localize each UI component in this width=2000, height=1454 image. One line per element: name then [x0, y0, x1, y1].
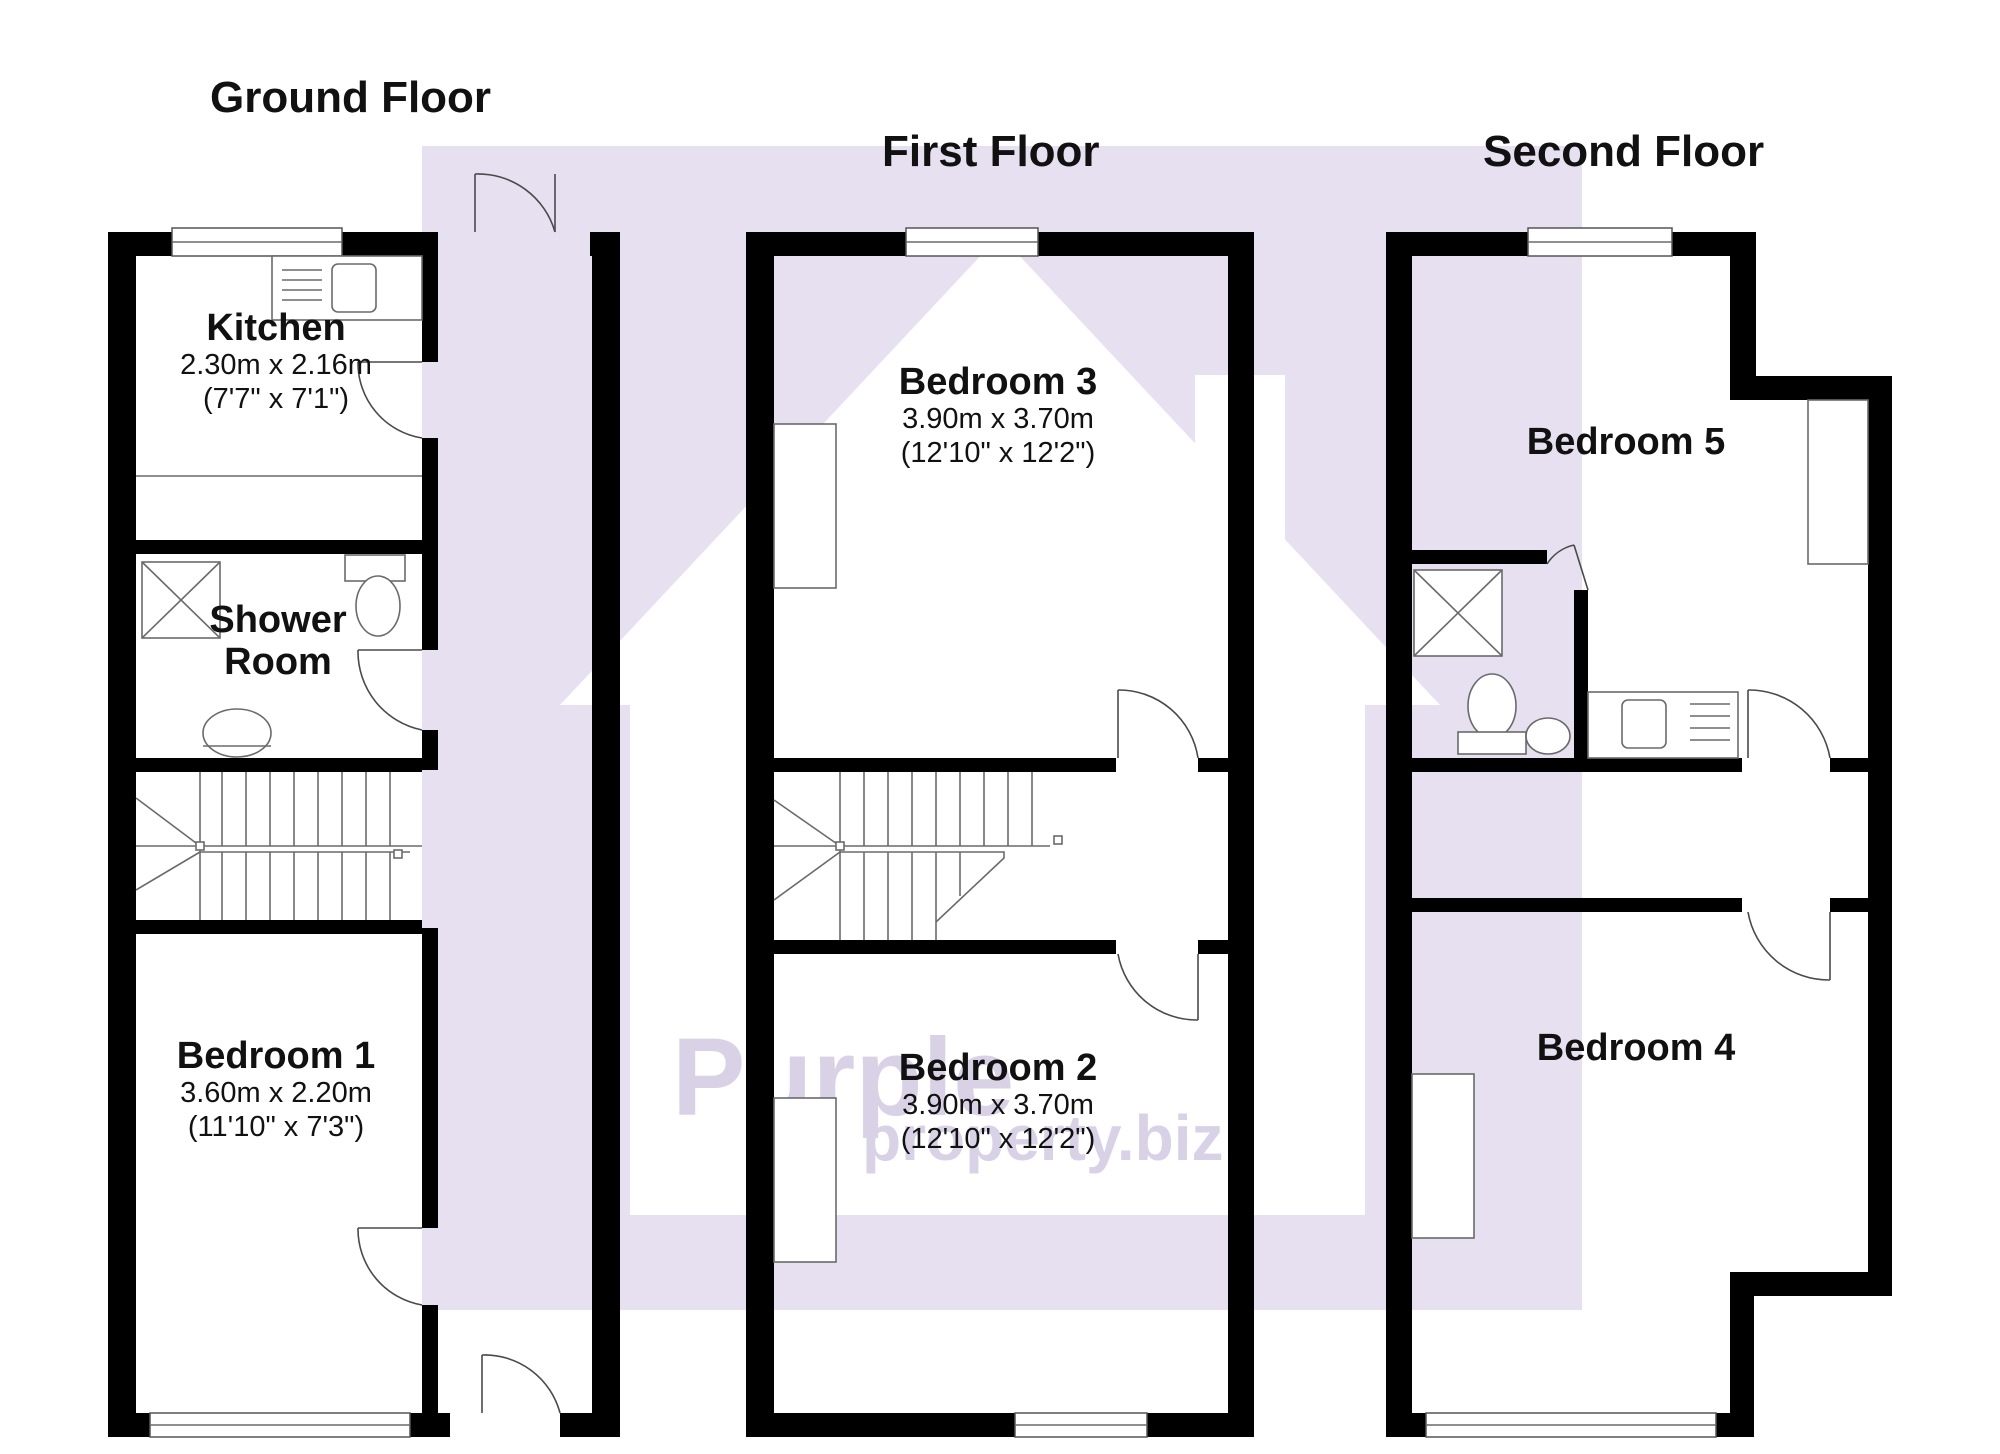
bedroom-2-imperial: (12'10" x 12'2")	[901, 1123, 1096, 1155]
bedroom-1-imperial: (11'10" x 7'3")	[188, 1111, 364, 1143]
kitchen-metric: 2.30m x 2.16m	[180, 349, 372, 381]
ground-floor-title: Ground Floor	[210, 73, 491, 122]
first-floor-title: First Floor	[882, 127, 1100, 176]
watermark-line1: Purple	[672, 1016, 1014, 1139]
bedroom-1-metric: 3.60m x 2.20m	[180, 1077, 372, 1109]
bedroom-2-metric: 3.90m x 3.70m	[902, 1089, 1094, 1121]
bedroom-3-name: Bedroom 3	[899, 361, 1097, 403]
bedroom-1-name: Bedroom 1	[177, 1035, 375, 1077]
second-floor-title: Second Floor	[1483, 127, 1764, 176]
kitchen-imperial: (7'7" x 7'1")	[203, 383, 349, 415]
ground-floor-plan	[108, 173, 620, 1438]
bedroom-3-imperial: (12'10" x 12'2")	[901, 437, 1096, 469]
first-floor-plan	[746, 227, 1254, 1438]
shower-room-name-line2: Room	[224, 641, 332, 683]
kitchen-name: Kitchen	[206, 307, 345, 349]
bedroom-4-name: Bedroom 4	[1537, 1027, 1735, 1069]
watermark-line2: property.biz	[862, 1102, 1224, 1174]
bedroom-2-name: Bedroom 2	[899, 1047, 1097, 1089]
second-floor-plan	[1386, 227, 1892, 1438]
shower-room-name-line1: Shower	[209, 599, 346, 641]
bedroom-5-name: Bedroom 5	[1527, 421, 1725, 463]
bedroom-3-metric: 3.90m x 3.70m	[902, 403, 1094, 435]
